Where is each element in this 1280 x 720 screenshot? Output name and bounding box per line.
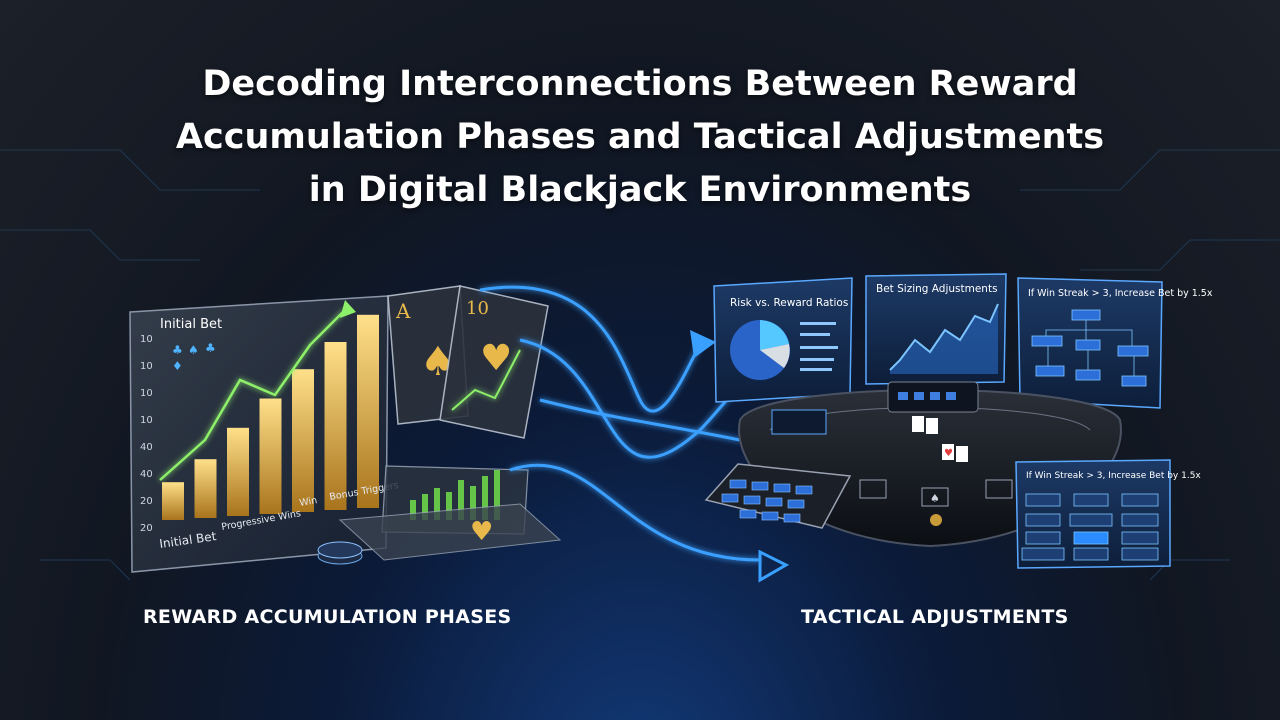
- reward-bar: [227, 427, 249, 516]
- y-tick-label: 10: [140, 361, 153, 372]
- growth-trend-line: [159, 309, 346, 481]
- arrow-head-upper: [690, 330, 716, 358]
- x-axis-label: Win: [299, 495, 318, 509]
- heart-icon: ♥: [944, 448, 953, 459]
- reward-bar: [259, 398, 282, 514]
- win-streak-flow-panel-2: If Win Streak > 3, Increase Bet by 1.5x: [1015, 459, 1201, 569]
- club-icon: ♣: [172, 343, 183, 357]
- card-ace-rank: A: [395, 299, 411, 323]
- mini-chart-card: ♥: [338, 465, 562, 561]
- trend-arrow-head: [340, 300, 356, 318]
- bet-sizing-panel: Bet Sizing Adjustments: [865, 273, 1007, 385]
- y-tick-label: 10: [140, 388, 153, 399]
- tactical-adjustments-label: TACTICAL ADJUSTMENTS: [801, 606, 1069, 628]
- y-tick-label: 20: [140, 496, 153, 507]
- chip: [930, 514, 942, 526]
- title-line-2: Accumulation Phases and Tactical Adjustm…: [175, 117, 1105, 157]
- club-icon: ♣: [205, 341, 216, 355]
- page-title: Decoding Interconnections Between Reward…: [0, 58, 1280, 217]
- control-tablet: [704, 463, 852, 529]
- chart-panel-title: Initial Bet: [160, 317, 222, 332]
- reward-bar: [194, 459, 217, 518]
- risk-reward-panel: Risk vs. Reward Ratios: [713, 277, 853, 403]
- suit-icons: ♣ ♠ ♣ ♦: [172, 341, 216, 373]
- y-axis-ticks: 10 10 10 10 40 40 20 20: [140, 334, 153, 534]
- y-tick-label: 40: [140, 469, 153, 480]
- spade-icon: ♠: [930, 492, 940, 505]
- title-line-3: in Digital Blackjack Environments: [308, 170, 972, 210]
- risk-reward-title: Risk vs. Reward Ratios: [730, 297, 848, 309]
- win-streak-flow2-title: If Win Streak > 3, Increase Bet by 1.5x: [1026, 471, 1201, 481]
- heart-icon: ♥: [470, 517, 493, 547]
- y-tick-label: 10: [140, 415, 153, 426]
- y-tick-label: 10: [140, 334, 153, 345]
- win-streak-flow-panel: If Win Streak > 3, Increase Bet by 1.5x: [1017, 277, 1213, 409]
- card-ten: 10 ♥: [439, 285, 549, 439]
- chip-stack: [317, 541, 363, 565]
- win-streak-flow-title: If Win Streak > 3, Increase Bet by 1.5x: [1028, 288, 1213, 299]
- card-ten-rank: 10: [466, 298, 489, 319]
- bars: [162, 314, 379, 520]
- diamond-icon: ♦: [172, 359, 183, 373]
- spade-icon: ♠: [188, 343, 199, 357]
- arrow-head-lower: [758, 549, 790, 583]
- heart-icon: ♥: [480, 338, 512, 379]
- reward-bar: [357, 314, 379, 508]
- reward-bar: [324, 342, 347, 510]
- y-tick-label: 20: [140, 523, 153, 534]
- reward-accumulation-label: REWARD ACCUMULATION PHASES: [143, 606, 512, 628]
- y-tick-label: 40: [140, 442, 153, 453]
- reward-bar: [292, 369, 314, 512]
- reward-bar: [162, 482, 184, 520]
- card-trend-line: [451, 349, 521, 411]
- bet-sizing-title: Bet Sizing Adjustments: [876, 283, 998, 295]
- title-line-1: Decoding Interconnections Between Reward: [202, 64, 1078, 104]
